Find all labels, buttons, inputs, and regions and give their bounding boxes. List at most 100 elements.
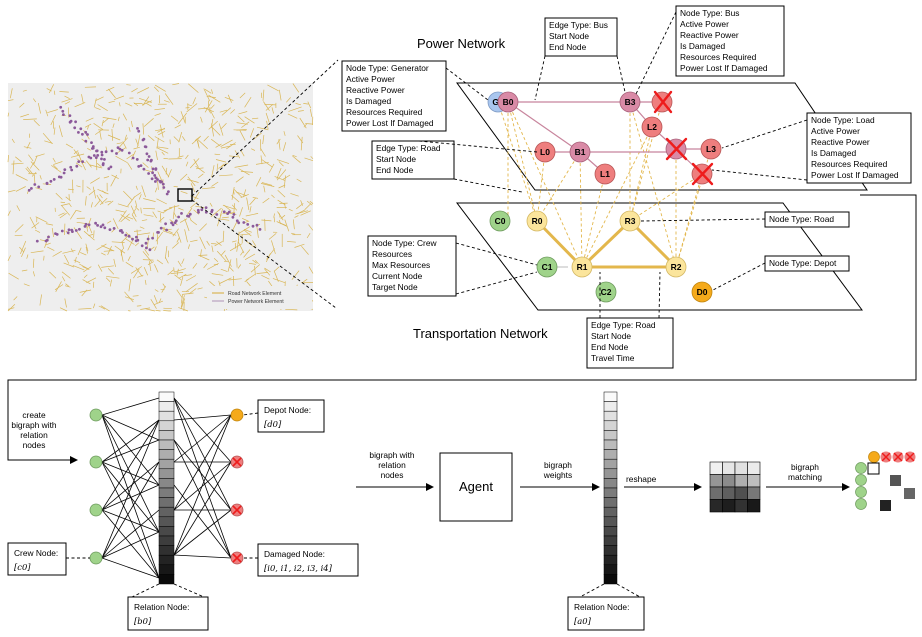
matrix-cell	[722, 486, 736, 500]
relation-cell	[158, 506, 175, 518]
road-segment	[33, 119, 40, 127]
road-segment	[86, 186, 91, 190]
relation-cell	[158, 478, 175, 489]
road-segment	[125, 262, 134, 268]
road-segment	[304, 157, 314, 162]
road-segment	[29, 161, 35, 169]
road-segment	[161, 165, 170, 178]
road-segment	[216, 250, 227, 262]
relation-cell	[603, 391, 618, 402]
road-segment	[87, 125, 89, 130]
road-segment	[73, 149, 79, 156]
road-segment	[23, 118, 37, 120]
road-segment	[197, 287, 203, 290]
road-segment	[274, 266, 280, 272]
road-segment	[300, 136, 303, 151]
road-segment	[76, 185, 81, 188]
callout-line: Power Lost If Damaged	[811, 170, 899, 180]
road-segment	[173, 136, 180, 143]
road-segment	[155, 150, 158, 160]
road-segment	[14, 224, 24, 233]
road-segment	[77, 247, 82, 256]
road-segment	[132, 295, 139, 297]
road-segment	[272, 278, 286, 284]
road-segment	[134, 206, 140, 211]
road-segment	[52, 157, 56, 163]
road-segment	[210, 118, 214, 128]
road-segment	[123, 190, 133, 201]
road-segment	[133, 146, 140, 150]
road-segment	[137, 232, 151, 236]
road-segment	[172, 242, 180, 249]
damaged-node-dot-1	[230, 455, 244, 469]
road-segment	[277, 199, 286, 206]
road-segment	[90, 177, 100, 184]
road-segment	[174, 268, 186, 273]
road-segment	[61, 271, 71, 279]
road-segment	[233, 129, 247, 131]
road-segment	[297, 110, 304, 112]
power-element-dot	[174, 219, 178, 223]
road-segment	[124, 134, 127, 141]
callout-line: Active Power	[680, 19, 729, 29]
relation-cell	[603, 487, 618, 498]
road-segment	[140, 307, 151, 310]
road-segment	[198, 254, 208, 256]
road-segment	[83, 274, 88, 279]
bigraph-edge	[101, 397, 160, 416]
road-segment	[156, 147, 169, 154]
power-element-dot	[101, 223, 105, 227]
road-segment	[211, 165, 215, 178]
svg-text:[i0, i1, i2, i3, i4]: [i0, i1, i2, i3, i4]	[264, 563, 333, 573]
road-segment	[108, 100, 115, 103]
road-segment	[87, 147, 91, 151]
road-segment	[72, 265, 85, 271]
road-segment	[131, 214, 137, 222]
bigraph-edge	[173, 439, 232, 559]
road-segment	[55, 281, 62, 292]
road-segment	[266, 248, 275, 260]
road-segment	[227, 259, 232, 272]
road-segment	[299, 117, 307, 129]
power-element-dot	[167, 190, 170, 194]
road-segment	[96, 243, 107, 251]
crew-node-1	[89, 408, 103, 422]
svg-text:B1: B1	[575, 147, 586, 157]
road-segment	[190, 183, 196, 193]
callout-line: End Node	[549, 42, 587, 52]
road-segment	[263, 101, 270, 111]
road-segment	[85, 246, 88, 254]
road-segment	[125, 102, 133, 107]
road-segment	[170, 115, 179, 122]
callout-line: Node Type: Road	[769, 214, 834, 224]
road-segment	[211, 273, 224, 276]
power-element-dot	[73, 126, 77, 130]
road-segment	[83, 266, 92, 273]
road-segment	[32, 258, 35, 268]
callout-line: Resources	[372, 249, 412, 259]
node-r3: R3	[619, 210, 641, 232]
legend-road-label: Road Network Element	[228, 291, 282, 297]
road-segment	[154, 108, 165, 111]
road-segment	[182, 136, 186, 141]
power-element-dot	[154, 168, 158, 171]
road-segment	[264, 268, 271, 276]
road-segment	[200, 116, 203, 123]
road-segment	[235, 191, 247, 197]
svg-text:L2: L2	[647, 122, 657, 132]
callout-line: Travel Time	[591, 353, 635, 363]
road-segment	[169, 205, 180, 209]
callout-line: Target Node	[372, 282, 418, 292]
road-segment	[208, 94, 221, 103]
road-segment	[130, 205, 137, 218]
road-segment	[238, 168, 250, 176]
relation-cell	[603, 526, 618, 537]
road-segment	[101, 245, 115, 252]
road-segment	[20, 240, 27, 255]
road-segment	[176, 231, 182, 243]
road-segment	[122, 113, 128, 121]
road-segment	[117, 203, 129, 208]
road-segment	[170, 272, 184, 274]
road-segment	[137, 274, 144, 278]
road-segment	[26, 142, 31, 149]
